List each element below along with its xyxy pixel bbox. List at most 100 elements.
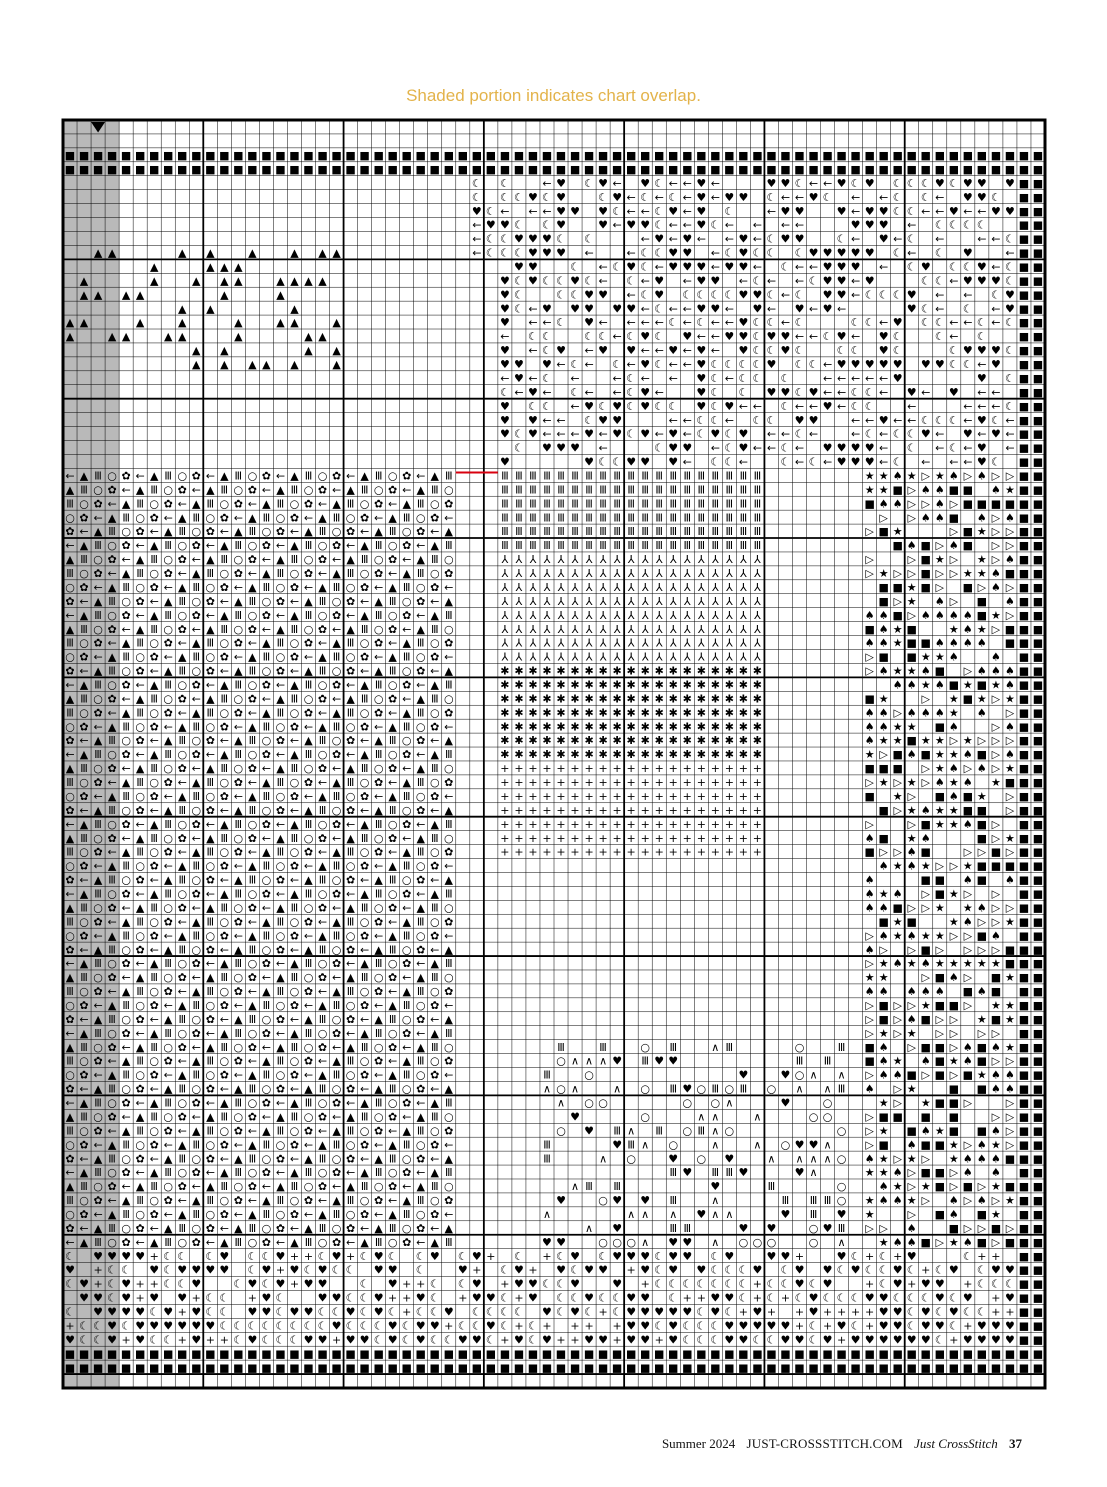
chart-symbol: Ⅲ xyxy=(80,623,88,636)
chart-symbol: ✿ xyxy=(304,637,313,650)
chart-symbol: + xyxy=(542,762,551,775)
chart-symbol: ✿ xyxy=(150,929,159,942)
chart-symbol: ← xyxy=(809,177,818,190)
chart-symbol: ← xyxy=(444,999,453,1012)
chart-symbol: ⅄ xyxy=(558,623,565,636)
chart-symbol: ▷ xyxy=(865,567,874,580)
chart-symbol: ■ xyxy=(878,1361,888,1374)
chart-symbol: ☾ xyxy=(93,1333,103,1346)
chart-symbol: ○ xyxy=(837,1180,847,1193)
chart-symbol: ♥ xyxy=(346,1306,356,1319)
chart-symbol: ■ xyxy=(977,1124,987,1137)
chart-symbol: + xyxy=(837,1306,846,1319)
chart-symbol: Ⅲ xyxy=(249,1152,257,1165)
chart-symbol: ○ xyxy=(556,1124,566,1137)
chart-symbol: ▷ xyxy=(865,1124,874,1137)
chart-symbol: ○ xyxy=(668,1138,678,1151)
chart-symbol: ○ xyxy=(402,1083,412,1096)
chart-symbol: ☾ xyxy=(149,1333,159,1346)
chart-symbol: ▲ xyxy=(360,818,369,831)
chart-symbol: ■ xyxy=(1033,1110,1043,1123)
chart-symbol: ■ xyxy=(1019,1013,1029,1026)
chart-symbol: ■ xyxy=(977,748,987,761)
chart-symbol: ∧ xyxy=(711,1236,719,1249)
chart-symbol: ★ xyxy=(907,720,917,733)
chart-symbol: ▲ xyxy=(431,469,440,482)
chart-symbol: ♥ xyxy=(472,1250,482,1263)
chart-symbol: ■ xyxy=(135,149,145,162)
chart-symbol: ○ xyxy=(93,623,103,636)
chart-symbol: ★ xyxy=(949,818,959,831)
chart-symbol: ♥ xyxy=(963,1333,973,1346)
chart-symbol: ✿ xyxy=(416,804,425,817)
chart-symbol: Ⅲ xyxy=(164,888,172,901)
chart-symbol: ← xyxy=(93,1208,102,1221)
chart-symbol: ✿ xyxy=(360,511,369,524)
chart-symbol: ☾ xyxy=(668,400,678,413)
chart-symbol: Ⅲ xyxy=(249,525,257,538)
chart-symbol: ✿ xyxy=(220,720,229,733)
chart-symbol: Ⅲ xyxy=(543,539,551,552)
chart-symbol: ← xyxy=(725,219,734,232)
chart-symbol: ✱ xyxy=(711,665,720,678)
chart-symbol: ■ xyxy=(1019,1097,1029,1110)
chart-symbol: ■ xyxy=(1019,233,1029,246)
chart-symbol: ■ xyxy=(935,999,945,1012)
chart-symbol: ✱ xyxy=(753,665,762,678)
chart-symbol: Ⅲ xyxy=(698,497,706,510)
chart-symbol: ♥ xyxy=(542,302,552,315)
chart-symbol: ▲ xyxy=(94,525,103,538)
chart-symbol: ■ xyxy=(149,1361,159,1374)
chart-symbol: ▲ xyxy=(445,665,454,678)
chart-symbol: Ⅲ xyxy=(389,734,397,747)
chart-symbol: Ⅲ xyxy=(207,846,215,859)
chart-symbol: ♥ xyxy=(738,191,748,204)
chart-symbol: Ⅲ xyxy=(431,623,439,636)
chart-symbol: ■ xyxy=(1019,1055,1029,1068)
chart-symbol: Ⅲ xyxy=(347,567,355,580)
chart-symbol: ▲ xyxy=(248,651,257,664)
chart-symbol: ♠ xyxy=(893,1236,903,1249)
chart-symbol: ☾ xyxy=(598,330,608,343)
chart-symbol: ✱ xyxy=(500,720,509,733)
chart-symbol: ← xyxy=(122,1041,131,1054)
chart-symbol: ♥ xyxy=(149,1264,159,1277)
chart-symbol: + xyxy=(739,776,748,789)
chart-symbol: ★ xyxy=(935,469,945,482)
chart-symbol: ✿ xyxy=(430,581,439,594)
chart-symbol: ☾ xyxy=(752,372,762,385)
chart-symbol: ○ xyxy=(163,623,173,636)
chart-symbol: ☾ xyxy=(682,288,692,301)
chart-symbol: ☾ xyxy=(542,274,552,287)
chart-symbol: ⅄ xyxy=(684,609,691,622)
chart-symbol: ← xyxy=(991,302,1000,315)
chart-symbol: ✱ xyxy=(753,748,762,761)
chart-symbol: ■ xyxy=(444,163,454,176)
chart-symbol: ♥ xyxy=(318,1264,328,1277)
chart-symbol: ✱ xyxy=(556,734,565,747)
chart-symbol: Ⅲ xyxy=(557,1041,565,1054)
chart-symbol: Ⅲ xyxy=(263,790,271,803)
chart-symbol: ♥ xyxy=(682,1236,692,1249)
chart-symbol: ■ xyxy=(1033,1347,1043,1360)
chart-symbol: ♠ xyxy=(865,874,875,887)
chart-symbol: ♥ xyxy=(738,1069,748,1082)
chart-symbol: ♥ xyxy=(837,330,847,343)
chart-symbol: ▷ xyxy=(922,1194,931,1207)
chart-symbol: Ⅲ xyxy=(347,1124,355,1137)
chart-symbol: ♠ xyxy=(921,957,931,970)
chart-symbol: ✿ xyxy=(178,971,187,984)
chart-symbol: ▲ xyxy=(262,776,271,789)
chart-symbol: ✿ xyxy=(290,581,299,594)
chart-symbol: ▲ xyxy=(402,846,411,859)
chart-symbol: ⅄ xyxy=(600,623,607,636)
chart-symbol: ■ xyxy=(303,149,313,162)
chart-symbol: ∧ xyxy=(725,1208,733,1221)
chart-symbol: ○ xyxy=(682,1097,692,1110)
chart-symbol: ♥ xyxy=(865,358,875,371)
chart-symbol: + xyxy=(248,1292,257,1305)
chart-symbol: ← xyxy=(781,316,790,329)
chart-symbol: ♥ xyxy=(640,219,650,232)
chart-symbol: ▲ xyxy=(206,623,215,636)
chart-symbol: ■ xyxy=(1019,1222,1029,1235)
